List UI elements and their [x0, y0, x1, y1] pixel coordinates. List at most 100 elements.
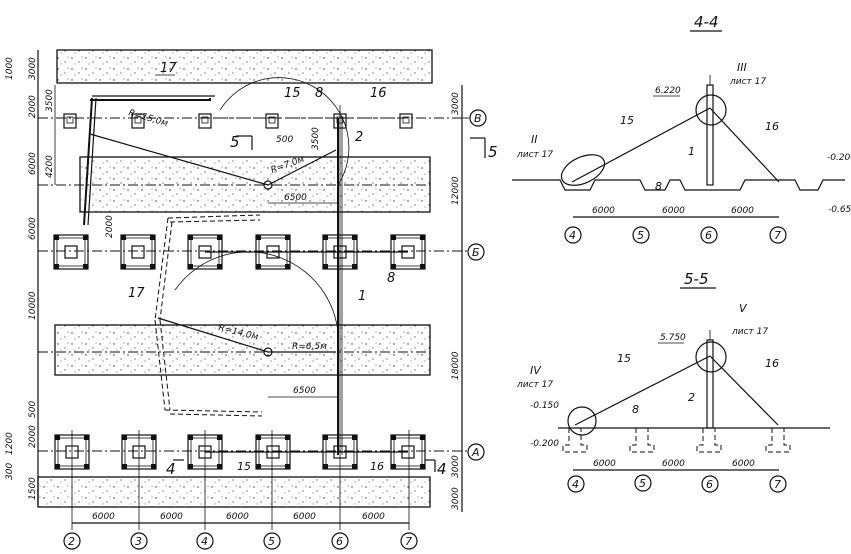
svg-text:А: А [471, 446, 480, 459]
radius-line-7m [267, 149, 337, 186]
svg-text:2: 2 [68, 535, 75, 548]
spacing-2-3: 6000 [92, 512, 115, 522]
road-bottom [37, 476, 431, 508]
radius-label-6.5m: R=6,5м [292, 342, 327, 352]
detail-III-sheet: лист 17 [729, 77, 766, 87]
elevation-top-5-5: 5.750 [660, 333, 686, 343]
left-dim-2000-a: 2000 [28, 425, 38, 448]
crane-boom-upper [83, 95, 273, 226]
left-dim-10000: 10000 [28, 291, 38, 320]
right-dim-18000: 18000 [451, 351, 461, 380]
section-mark-5-left: 5 [230, 133, 240, 151]
callout-8-plan-mid: 8 [387, 271, 395, 286]
road-upper [79, 156, 431, 213]
spacing-4-5-s55: 6000 [593, 459, 616, 469]
left-dim-4200: 4200 [45, 155, 55, 178]
detail-II-sheet: лист 17 [516, 150, 553, 160]
callout-15-s55: 15 [617, 352, 631, 365]
svg-text:Б: Б [472, 246, 480, 259]
elevation-ground-4-4: -0.200 [827, 153, 851, 163]
spacing-6-7-s55: 6000 [732, 459, 755, 469]
right-dim-3000-b: 3000 [451, 487, 461, 510]
spacing-4-5-s44: 6000 [592, 206, 615, 216]
detail-V-sheet: лист 17 [731, 327, 768, 337]
callout-16-s44: 16 [765, 120, 779, 133]
ground-profile-4-4 [512, 179, 845, 191]
detail-circle-II [560, 154, 606, 186]
detail-III-mark: III [737, 61, 747, 74]
svg-text:6: 6 [706, 478, 713, 491]
left-dim-300: 300 [5, 463, 15, 480]
callout-2-plan: 2 [355, 130, 363, 145]
callout-17-upper: 17 [160, 61, 177, 76]
left-dim-1200: 1200 [5, 432, 15, 455]
detail-V-mark: V [739, 302, 748, 315]
section-mark-5-right: 5 [488, 143, 498, 161]
right-dim-3000-top: 3000 [451, 92, 461, 115]
right-dim-12000: 12000 [451, 176, 461, 205]
axis-bubbles-5-5: 4 5 6 7 [567, 474, 787, 493]
cable-15-4-4 [571, 107, 711, 183]
section-5-5: 5-5 6000 6000 6000 4 5 6 7 5.750 -0.150 … [516, 270, 830, 493]
left-dim-2000-b: 2000 [105, 215, 115, 238]
svg-text:7: 7 [405, 535, 412, 548]
spacing-4-5: 6000 [226, 512, 249, 522]
axis-bubbles-4-4: 4 5 6 7 [564, 226, 787, 244]
detail-II-mark: II [531, 133, 538, 146]
callout-16-plan-bottom: 16 [370, 460, 384, 473]
section-5-5-title: 5-5 [684, 270, 709, 288]
column-axes [71, 105, 410, 530]
radius-label-15m: R=15,0м [127, 108, 169, 129]
svg-text:4: 4 [201, 535, 208, 548]
detail-circle-V [695, 341, 727, 373]
callout-16-plan-top: 16 [370, 86, 387, 101]
left-dim-1000: 1000 [5, 57, 15, 80]
offset-3500: 3500 [311, 127, 321, 150]
crane-boom-lower [154, 214, 273, 417]
section-mark-4-right: 4 [437, 460, 447, 478]
svg-text:4: 4 [572, 478, 579, 491]
callout-17-lower: 17 [128, 286, 145, 301]
callout-15-plan-top: 15 [284, 86, 301, 101]
plan-view: 6000 6000 6000 6000 6000 2 3 4 5 6 7 В Б… [5, 49, 498, 550]
foundations-5-5 [562, 428, 791, 453]
detail-circle-III [695, 94, 727, 126]
mast-4-4 [706, 84, 714, 186]
spacing-5-6: 6000 [293, 512, 316, 522]
callout-2-s55: 2 [688, 391, 695, 404]
svg-text:6: 6 [705, 229, 712, 242]
detail-IV-mark: IV [530, 364, 542, 377]
section-mark-4-left: 4 [166, 460, 176, 478]
elevation-pit-4-4: -0.650 [828, 205, 851, 215]
offset-6500-upper: 6500 [284, 193, 307, 203]
road-top [56, 49, 433, 84]
spacing-6-7-s44: 6000 [731, 206, 754, 216]
footings-row-v [63, 113, 413, 129]
spacing-5-6-s55: 6000 [662, 459, 685, 469]
offset-6500-lower: 6500 [293, 386, 316, 396]
elevation-a-5-5: -0.150 [530, 401, 559, 411]
spacing-6-7: 6000 [362, 512, 385, 522]
svg-text:3: 3 [135, 535, 142, 548]
road-middle [54, 324, 431, 376]
callout-1-plan: 1 [358, 289, 366, 304]
callout-8-s55: 8 [632, 403, 639, 416]
left-dim-3000: 3000 [28, 57, 38, 80]
callout-16-s55: 16 [765, 357, 779, 370]
left-dim-6000-a: 6000 [28, 152, 38, 175]
callout-15-plan-bottom: 15 [237, 460, 251, 473]
callout-15-s44: 15 [620, 114, 634, 127]
elevation-top-4-4: 6.220 [655, 86, 681, 96]
svg-text:7: 7 [774, 229, 781, 242]
elevation-b-5-5: -0.200 [530, 439, 559, 449]
svg-text:4: 4 [569, 229, 576, 242]
section-4-4: 4-4 6000 6000 6000 4 5 6 7 6.220 -0.200 … [512, 13, 851, 244]
left-dim-2000: 2000 [28, 95, 38, 118]
left-dim-1500: 1500 [28, 477, 38, 500]
offset-500: 500 [276, 135, 293, 145]
svg-text:5: 5 [639, 477, 646, 490]
svg-text:5: 5 [268, 535, 275, 548]
svg-text:5: 5 [637, 229, 644, 242]
svg-text:7: 7 [774, 478, 781, 491]
